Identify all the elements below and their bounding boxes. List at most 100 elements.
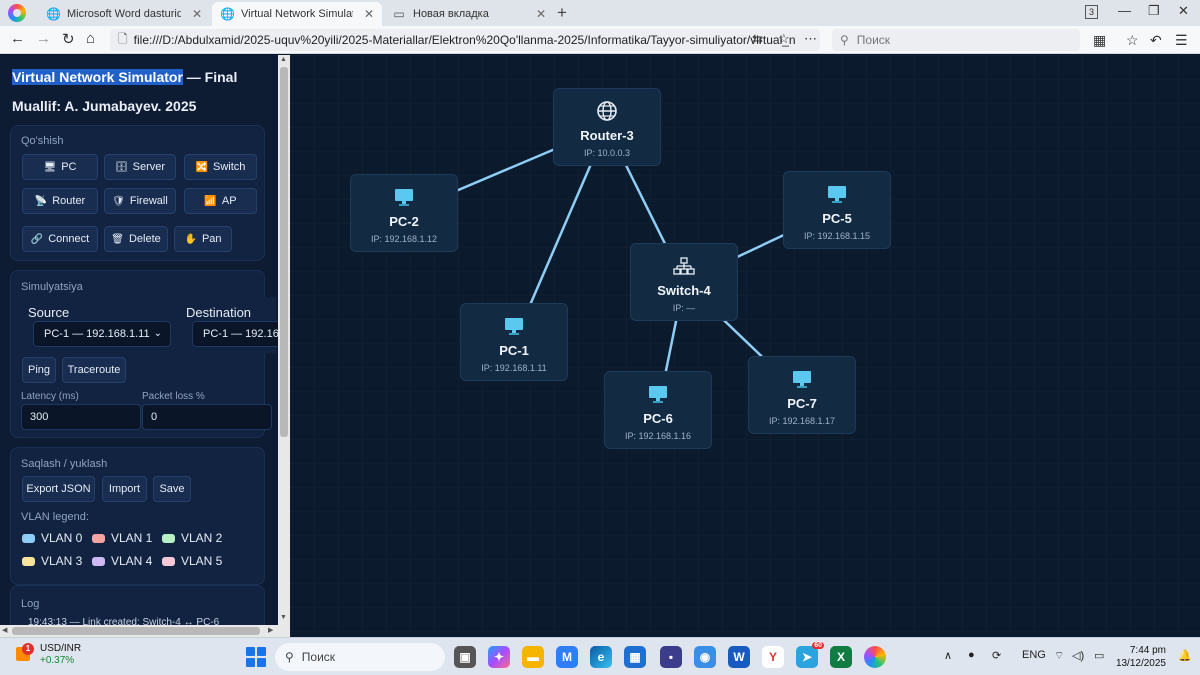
volume-icon[interactable]: ◁) [1072,650,1085,662]
add-server-button[interactable]: 🗄Server [104,154,176,180]
tab-count-badge[interactable]: 3 [1085,5,1098,19]
yandex-icon[interactable]: Y [762,646,784,668]
extensions-grid-icon[interactable]: ▦ [1093,32,1107,48]
word-icon[interactable]: W [728,646,750,668]
save-button[interactable]: Save [153,476,191,502]
latency-input[interactable]: 300 [21,404,141,430]
tab-new[interactable]: ▭ Новая вкладка ✕ [393,7,546,21]
notification-icon[interactable]: 🔔 [1178,650,1192,662]
forward-arrow-icon[interactable]: → [36,30,51,47]
scroll-up-icon[interactable]: ▲ [280,56,287,63]
chrome-icon[interactable]: ◉ [694,646,716,668]
translate-icon[interactable]: ⇆ [752,31,763,46]
taskbar-search[interactable]: ⚲ Поиск [275,643,445,671]
ping-button[interactable]: Ping [22,357,56,383]
node-switch-4[interactable]: Switch-4 IP: — [630,243,738,321]
home-icon[interactable]: ⌂ [86,30,96,47]
favorites-icon[interactable]: ☆ [1126,32,1139,48]
sidebar-vertical-scrollbar[interactable]: ▲ ▼ [278,55,290,625]
node-ip: IP: 192.168.1.12 [370,234,438,244]
scroll-down-icon[interactable]: ▼ [280,614,287,621]
reload-icon[interactable]: ↻ [62,31,75,48]
edge-icon[interactable]: e [590,646,612,668]
search-icon: ⚲ [285,650,294,664]
source-select[interactable]: PC-1 — 192.168.1.11 ⌄ [33,321,171,347]
save-panel: Saqlash / yuklash Export JSON Import Sav… [10,447,265,585]
scroll-left-icon[interactable]: ◀ [2,627,8,634]
node-pc-6[interactable]: PC-6 IP: 192.168.1.16 [604,371,712,449]
url-field[interactable]: 🗋 file:///D:/Abdulxamid/2025-uquv%20yili… [110,29,820,51]
import-button[interactable]: Import [102,476,147,502]
search-input[interactable]: ⚲ Поиск [832,29,1080,51]
network-canvas[interactable]: Router-3 IP: 10.0.0.3 PC-2 IP: 192.168.1… [290,55,1200,637]
add-firewall-button[interactable]: 🛡Firewall [104,188,176,214]
tray-sync-icon[interactable]: ⟳ [992,650,1002,662]
vlan-legend-item: VLAN 5 [162,554,222,568]
close-tab-icon[interactable]: ✕ [363,7,374,21]
battery-icon[interactable]: ▭ [1094,650,1105,662]
mail-icon[interactable]: M [556,646,578,668]
delete-button[interactable]: 🗑Delete [104,226,168,252]
node-name: PC-2 [389,214,419,229]
traceroute-button[interactable]: Traceroute [62,357,126,383]
shield-icon: 🛡 [112,195,125,207]
scroll-right-icon[interactable]: ▶ [268,627,274,634]
add-panel: Qo'shish 🖥PC 🗄Server 🔀Switch 📡Router 🛡Fi… [10,125,265,261]
history-back-icon[interactable]: ↶ [1150,32,1162,48]
restore-icon[interactable]: ❐ [1148,3,1160,18]
node-ip: IP: 192.168.1.15 [803,231,871,241]
tab-word[interactable]: 🌐 Microsoft Word dasturida mu ✕ [46,7,202,21]
router-icon: 📡 [34,195,48,207]
browser-logo-icon[interactable] [8,4,26,22]
simulation-panel: Simulyatsiya Source PC-1 — 192.168.1.11 … [10,270,272,438]
scroll-thumb[interactable] [12,627,260,635]
bookmark-star-icon[interactable]: ☆ [778,31,790,46]
tab-simulator[interactable]: 🌐 Virtual Network Simulator — I ✕ [212,2,382,26]
destination-group: Destination PC-1 — 192.168.1 [176,297,278,353]
taskbar: 1 USD/INR +0.37% ⚲ Поиск ▣ ✦ ▬ M e ▦ ▪ ◉… [0,637,1200,675]
language-indicator[interactable]: ENG [1022,649,1046,661]
add-pc-button[interactable]: 🖥PC [22,154,98,180]
back-arrow-icon[interactable]: ← [10,30,25,47]
add-router-button[interactable]: 📡Router [22,188,98,214]
sidebar-horizontal-scrollbar[interactable]: ◀ ▶ [0,625,290,637]
tray-app-icon[interactable]: ● [968,649,975,661]
minimize-icon[interactable]: — [1118,3,1131,18]
menu-icon[interactable]: ☰ [1175,32,1188,48]
node-pc-5[interactable]: PC-5 IP: 192.168.1.15 [783,171,891,249]
scroll-thumb[interactable] [280,67,288,437]
node-router-3[interactable]: Router-3 IP: 10.0.0.3 [553,88,661,166]
more-options-icon[interactable]: ⋯ [804,31,817,46]
server-icon: 🗄 [114,161,128,173]
connect-button[interactable]: 🔗Connect [22,226,98,252]
packet-loss-input[interactable]: 0 [142,404,272,430]
node-pc-7[interactable]: PC-7 IP: 192.168.1.17 [748,356,856,434]
browser-taskbar-icon[interactable] [864,646,886,668]
close-window-icon[interactable]: ✕ [1178,3,1189,18]
destination-select[interactable]: PC-1 — 192.168.1 [192,321,278,347]
add-switch-button[interactable]: 🔀Switch [184,154,257,180]
chevron-up-icon[interactable]: ∧ [944,650,953,662]
close-tab-icon[interactable]: ✕ [191,7,202,21]
wifi-icon[interactable]: ⌔ [1054,650,1065,662]
excel-icon[interactable]: X [830,646,852,668]
telegram-icon[interactable]: ➤60 [796,642,824,668]
stock-widget[interactable]: 1 USD/INR +0.37% [16,643,81,667]
task-view-icon[interactable]: ▣ [454,646,476,668]
save-disk-icon[interactable]: ▪ [660,646,682,668]
new-tab-button[interactable]: + [557,3,567,22]
node-pc-1[interactable]: PC-1 IP: 192.168.1.11 [460,303,568,381]
switch-icon [631,254,737,278]
vlan-legend-item: VLAN 4 [92,554,152,568]
export-json-button[interactable]: Export JSON [22,476,95,502]
windows-start-icon[interactable] [246,647,266,667]
store-icon[interactable]: ▦ [624,646,646,668]
clock[interactable]: 7:44 pm 13/12/2025 [1115,645,1166,669]
close-tab-icon[interactable]: ✕ [535,7,546,21]
copilot-icon[interactable]: ✦ [488,646,510,668]
add-ap-button[interactable]: 📶AP [184,188,257,214]
node-pc-2[interactable]: PC-2 IP: 192.168.1.12 [350,174,458,252]
switch-icon: 🔀 [195,161,209,173]
file-explorer-icon[interactable]: ▬ [522,646,544,668]
pan-button[interactable]: ✋Pan [174,226,232,252]
